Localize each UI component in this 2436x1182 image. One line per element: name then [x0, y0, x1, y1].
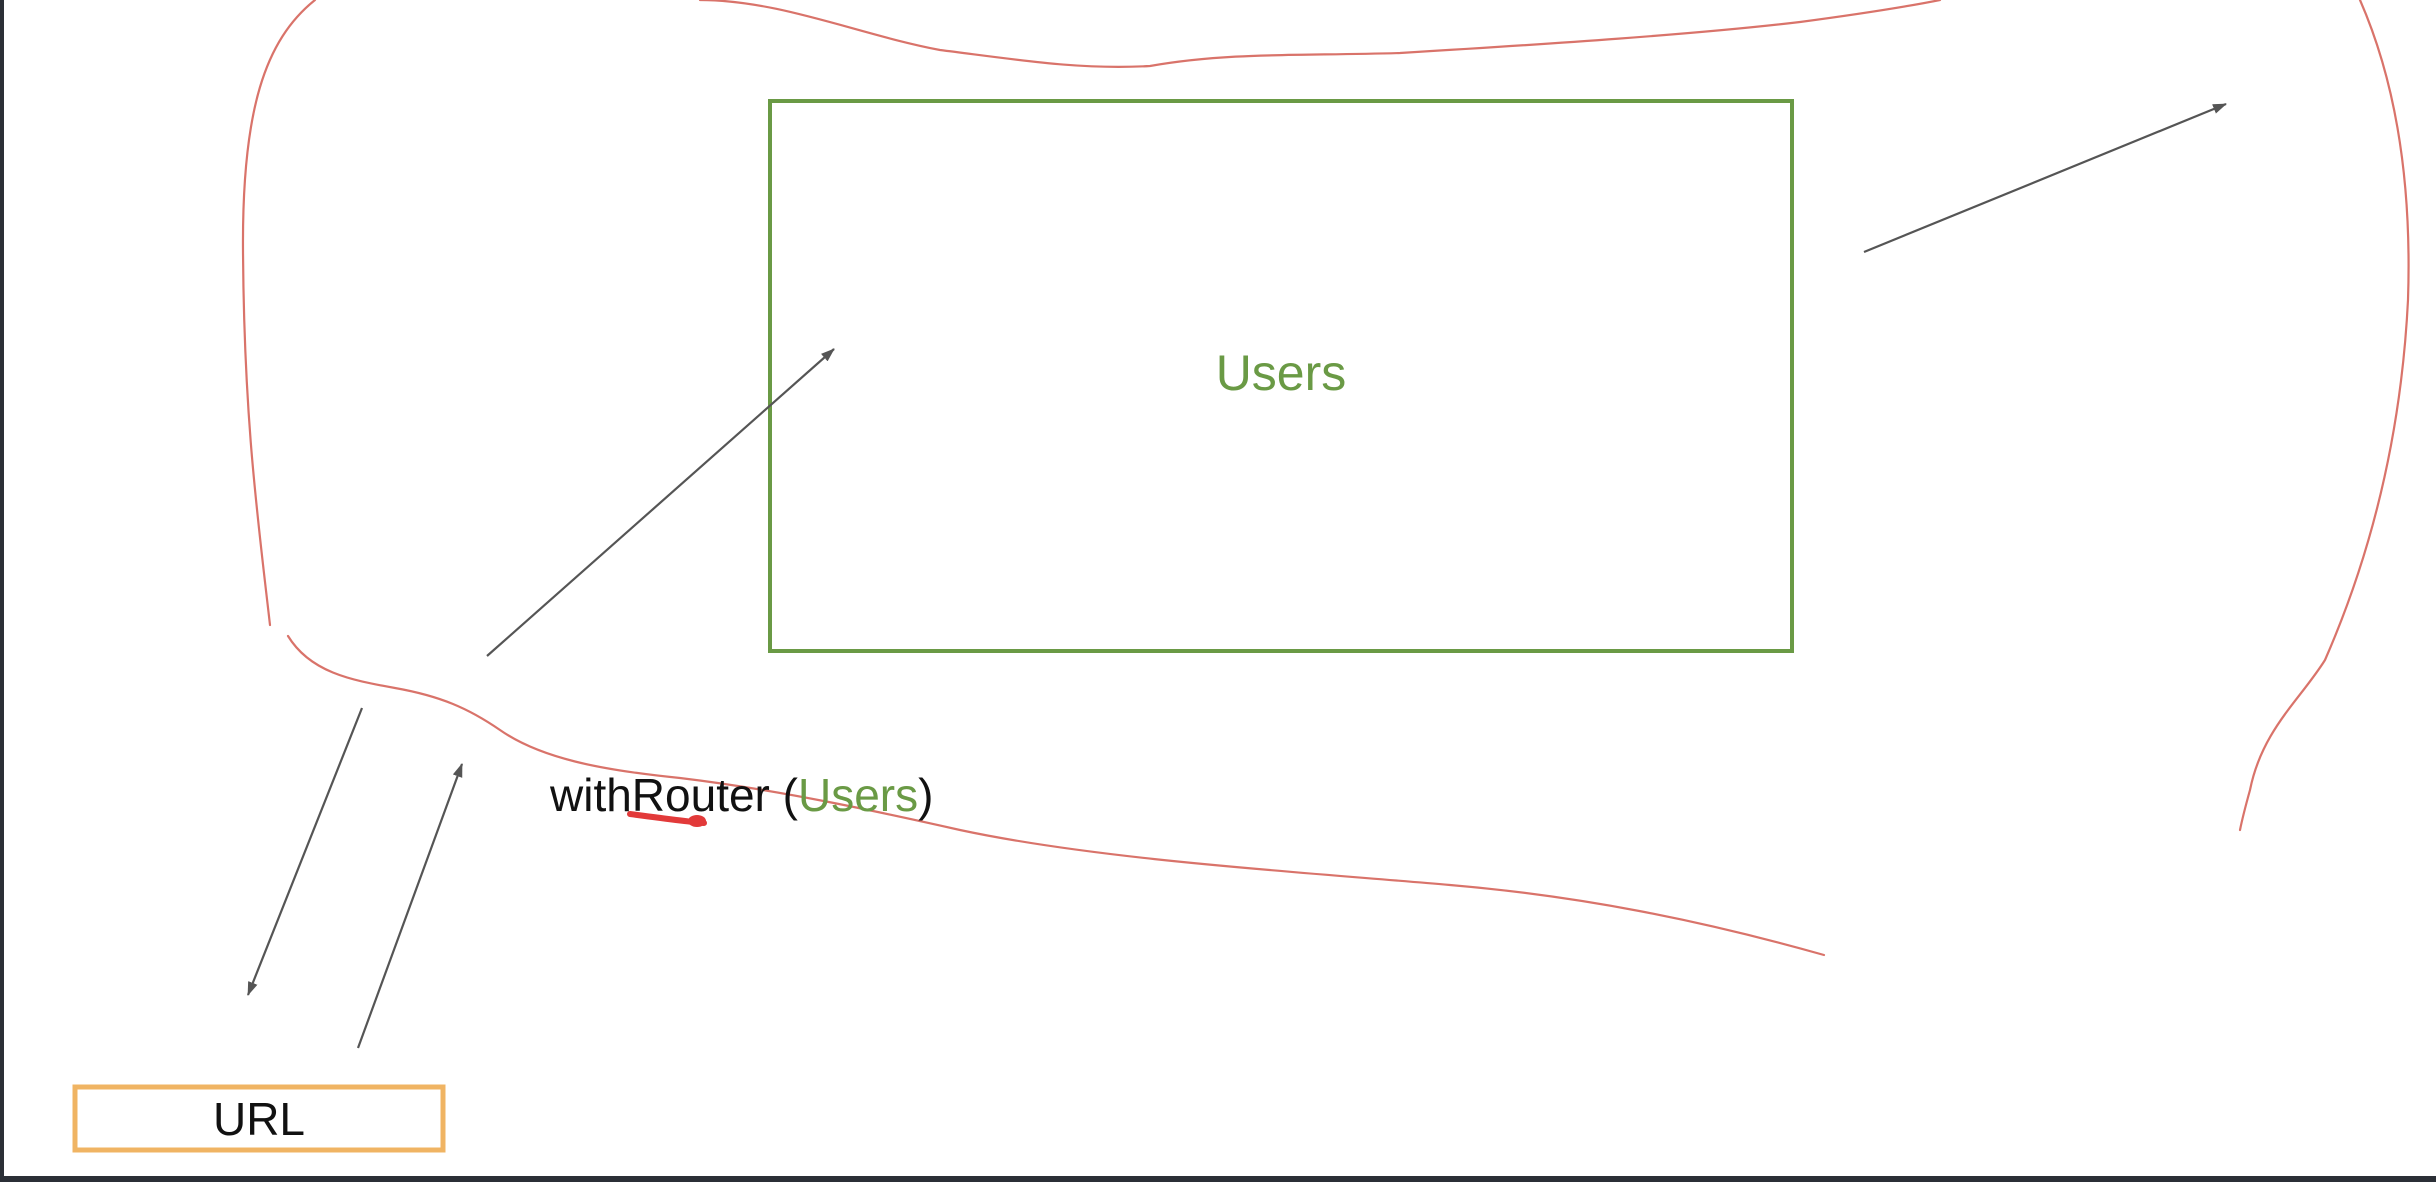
url-box [72, 1084, 446, 1153]
with-router-prefix: withRouter ( [549, 769, 799, 821]
url-box-label: URL [213, 1093, 305, 1145]
arrow-out-right [1863, 102, 2227, 254]
with-router-component: Users [798, 769, 918, 821]
users-component-box [768, 99, 1794, 653]
arrow-down-to-url [246, 707, 364, 996]
arrow-into-users [486, 348, 835, 657]
boundary-curve-top [241, 0, 1942, 627]
arrow-up-from-url [356, 763, 464, 1049]
boundary-curve-bottom [286, 634, 1826, 957]
window-bottom-edge [0, 1176, 2436, 1182]
with-router-suffix: ) [918, 769, 933, 821]
pen-highlight-dot [688, 815, 706, 827]
with-router-label: withRouter (Users) [549, 769, 933, 821]
users-box-label: Users [1216, 345, 1347, 401]
window-left-edge [0, 0, 4, 1182]
boundary-curve-right [2238, 0, 2410, 832]
